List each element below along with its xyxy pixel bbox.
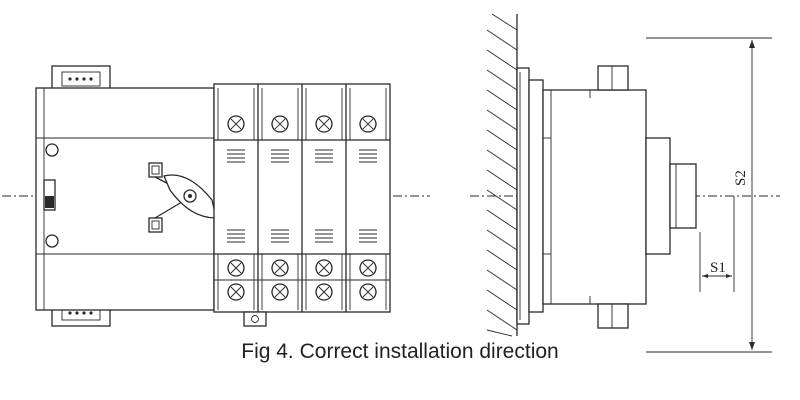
pole-1 — [217, 84, 259, 312]
mounting-wall — [486, 13, 518, 337]
base-rail — [516, 67, 544, 325]
side-body — [542, 89, 647, 305]
operator-body — [35, 87, 217, 311]
pole-3 — [305, 84, 347, 312]
front-step — [645, 137, 671, 255]
indicator-circle-bottom — [45, 234, 59, 248]
position-window-top — [148, 162, 163, 178]
pole-modules — [213, 83, 391, 327]
dimension-s2: S2 — [646, 37, 772, 353]
front-view — [2, 65, 430, 327]
s2-label: S2 — [733, 170, 749, 186]
side-clip-bottom — [597, 303, 629, 329]
side-handle — [669, 163, 697, 229]
side-clip-top — [597, 65, 629, 91]
pole-4 — [349, 88, 387, 310]
s1-label: S1 — [710, 260, 726, 276]
dimension-s1: S1 — [699, 196, 735, 292]
pole-2 — [261, 84, 303, 312]
position-window-bottom — [148, 217, 163, 233]
figure-caption: Fig 4. Correct installation direction — [241, 340, 559, 363]
slide-switch — [43, 179, 56, 211]
bottom-latch — [243, 311, 267, 327]
indicator-circle-top — [45, 143, 59, 157]
side-view: S1 S2 — [470, 13, 780, 353]
